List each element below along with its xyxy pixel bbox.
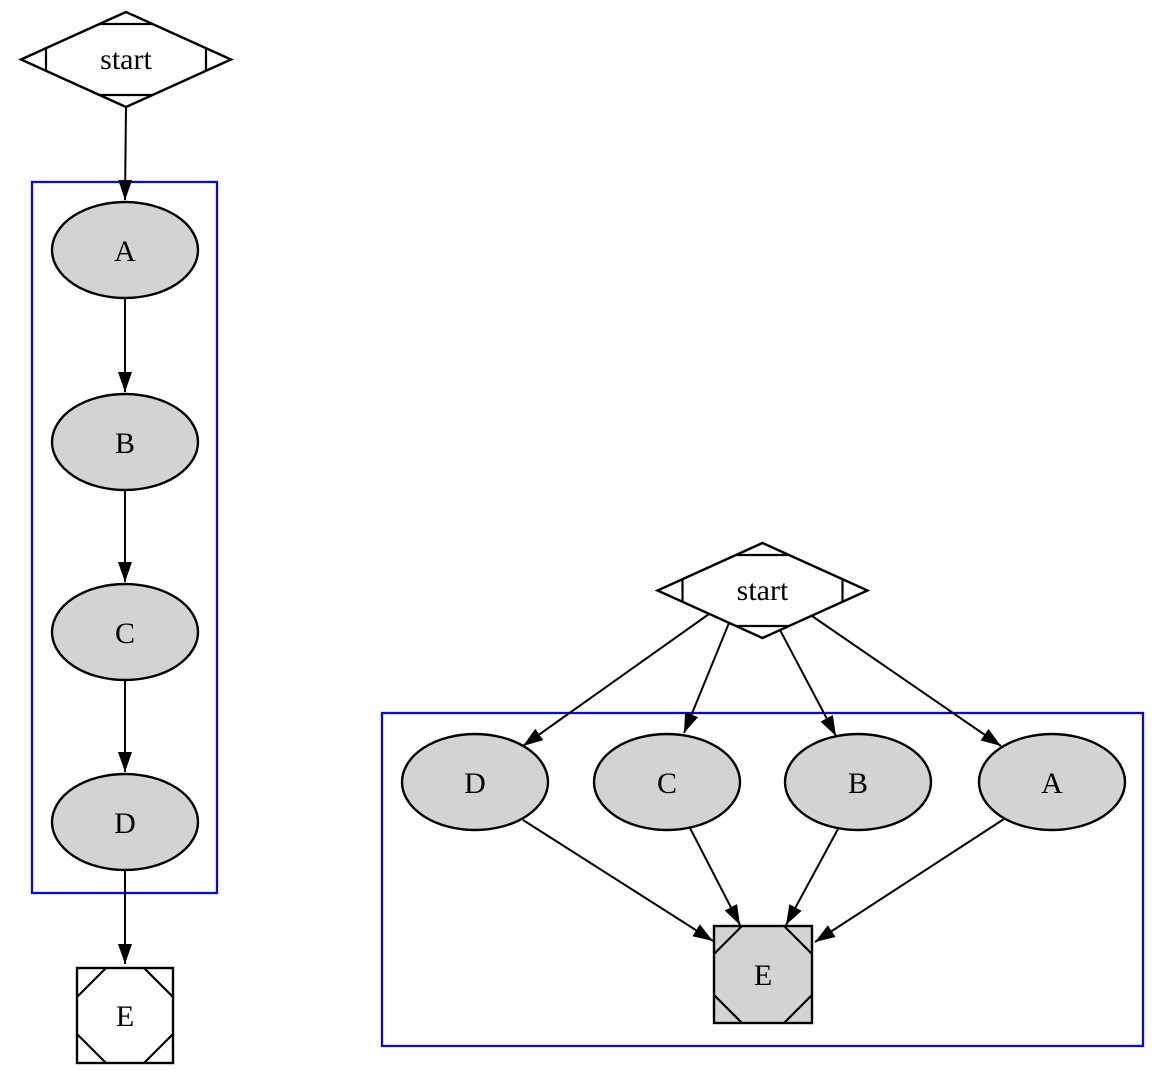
end-square-shape [712,924,814,1025]
edge-C-to-E [689,827,741,926]
graph-sequential: start A B C D [18,10,234,1065]
edge-start-to-B [779,629,837,737]
square-corner-cut-tl [713,925,743,955]
node-D-ellipse [50,772,200,872]
square-corner-cut-tl [76,967,107,998]
node-A: A [50,200,200,300]
node-D: D [400,732,550,832]
edge-start-to-A [811,615,1002,747]
node-C: C [592,732,742,832]
node-D-label: D [464,767,486,800]
node-A-ellipse [977,732,1127,832]
node-B: B [783,732,933,832]
node-A-ellipse [50,200,200,300]
node-B-ellipse [783,732,933,832]
square-corner-cut-br [143,1033,174,1064]
square-corner-cut-tr [783,925,813,955]
end-node: E [75,966,175,1065]
start-node: start [654,541,871,640]
edge-B-to-E [785,828,839,926]
end-square-shape [75,966,175,1065]
edge-start-to-D [522,613,710,747]
node-C-label: C [115,617,135,650]
node-B-ellipse [50,392,200,492]
node-A-label: A [114,235,136,268]
node-D: D [50,772,200,872]
node-B: B [50,392,200,492]
edge-D-to-E [522,819,714,942]
node-B-label: B [115,427,135,460]
cluster-border [380,711,1145,1048]
node-D-ellipse [400,732,550,832]
node-D-label: D [114,807,136,840]
start-label: start [100,43,152,76]
start-label: start [737,574,789,607]
square-corner-cut-bl [713,994,743,1024]
start-diamond-shape [654,541,871,640]
edge-start-to-C [683,622,730,734]
square-corner-cut-tr [143,967,174,998]
start-node: start [18,10,234,109]
end-label: E [754,959,772,992]
end-node: E [712,924,814,1025]
end-label: E [116,1000,134,1033]
square-corner-cut-bl [76,1033,107,1064]
square-corner-cut-br [783,994,813,1024]
edge-start-to-A [118,106,133,201]
node-A-label: A [1041,767,1063,800]
node-C-label: C [657,767,677,800]
node-B-label: B [848,767,868,800]
edge-A-to-E [814,818,1005,943]
node-C-ellipse [50,582,200,682]
node-A: A [977,732,1127,832]
graph-parallel: start D C B A [380,541,1145,1048]
node-C-ellipse [592,732,742,832]
node-C: C [50,582,200,682]
